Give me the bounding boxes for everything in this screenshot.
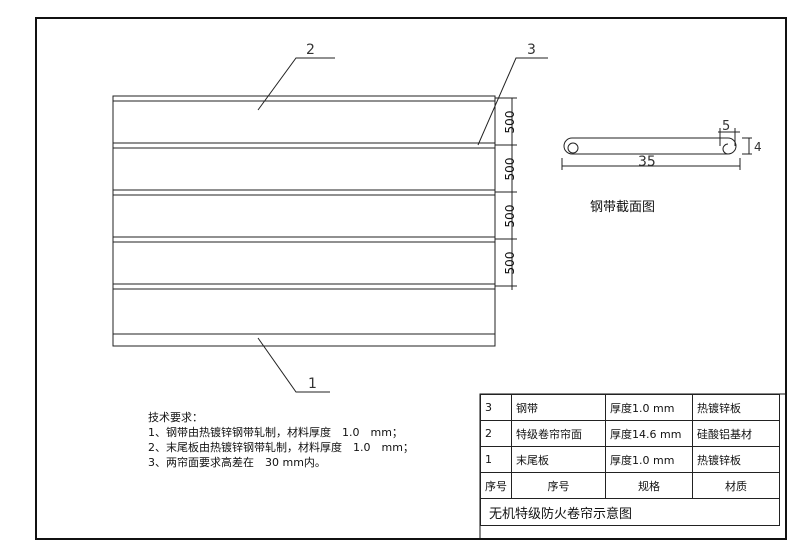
bom-material: 热镀锌板: [692, 446, 780, 473]
tech-req-item-3: 3、两帘面要求高差在 30 mm内。: [148, 456, 326, 469]
callout-leader-3: [477, 57, 548, 146]
strip-profile: [563, 137, 737, 155]
section-dim-hook: 5: [722, 119, 730, 134]
section-dim-height: 4: [754, 140, 762, 154]
bom-material: 硅酸铝基材: [692, 420, 780, 447]
callout-number-2: 2: [306, 42, 315, 58]
bom-header-row: 序号 序号 规格 材质: [480, 472, 780, 499]
bom-header-no: 序号: [480, 472, 512, 499]
bom-title-row: 无机特级防火卷帘示意图: [480, 498, 780, 526]
bom-no: 1: [480, 446, 512, 473]
table-row: 1 末尾板 厚度1.0 mm 热镀锌板: [480, 446, 780, 473]
bom-spec: 厚度1.0 mm: [605, 446, 693, 473]
bom-name: 特级卷帘帘面: [511, 420, 606, 447]
tech-req-item-1: 1、钢带由热镀锌钢带轧制，材料厚度 1.0 mm；: [148, 426, 403, 439]
curtain-panel-assembly: [112, 95, 496, 347]
bom-name: 钢带: [511, 394, 606, 421]
table-row: 2 特级卷帘帘面 厚度14.6 mm 硅酸铝基材: [480, 420, 780, 447]
callout-number-3: 3: [527, 42, 536, 58]
bom-no: 3: [480, 394, 512, 421]
panel-dim-label: 500: [503, 158, 517, 181]
technical-requirements: 技术要求： 1、钢带由热镀锌钢带轧制，材料厚度 1.0 mm； 2、末尾板由热镀…: [148, 410, 414, 470]
bill-of-materials: 3 钢带 厚度1.0 mm 热镀锌板 2 特级卷帘帘面 厚度14.6 mm 硅酸…: [480, 394, 780, 526]
bom-name: 末尾板: [511, 446, 606, 473]
bom-material: 热镀锌板: [692, 394, 780, 421]
bom-header-name: 序号: [511, 472, 606, 499]
tech-req-item-2: 2、末尾板由热镀锌钢带轧制，材料厚度 1.0 mm；: [148, 441, 414, 454]
callout-number-1: 1: [308, 376, 317, 392]
strip-hook-left: [567, 142, 579, 154]
bom-spec: 厚度1.0 mm: [605, 394, 693, 421]
panel-dim-label: 500: [503, 111, 517, 134]
bom-spec: 厚度14.6 mm: [605, 420, 693, 447]
callout-leaders: [257, 57, 548, 393]
section-drawing-label: 钢带截面图: [590, 200, 656, 215]
tech-req-heading: 技术要求：: [148, 411, 203, 424]
panel-dimension-labels: 500 500 500 500: [503, 111, 517, 275]
steel-strip-section: [561, 128, 752, 170]
section-dim-width: 35: [638, 154, 656, 170]
bom-header-spec: 规格: [605, 472, 693, 499]
bom-no: 2: [480, 420, 512, 447]
drawing-title: 无机特级防火卷帘示意图: [480, 498, 780, 526]
table-row: 3 钢带 厚度1.0 mm 热镀锌板: [480, 394, 780, 421]
panel-dim-label: 500: [503, 205, 517, 228]
panel-dim-label: 500: [503, 252, 517, 275]
callout-leader-1: [257, 337, 330, 393]
sheet-outer-frame: [35, 17, 787, 540]
curtain-outline: [112, 95, 496, 347]
callout-leader-2: [257, 57, 335, 111]
bom-header-material: 材质: [692, 472, 780, 499]
